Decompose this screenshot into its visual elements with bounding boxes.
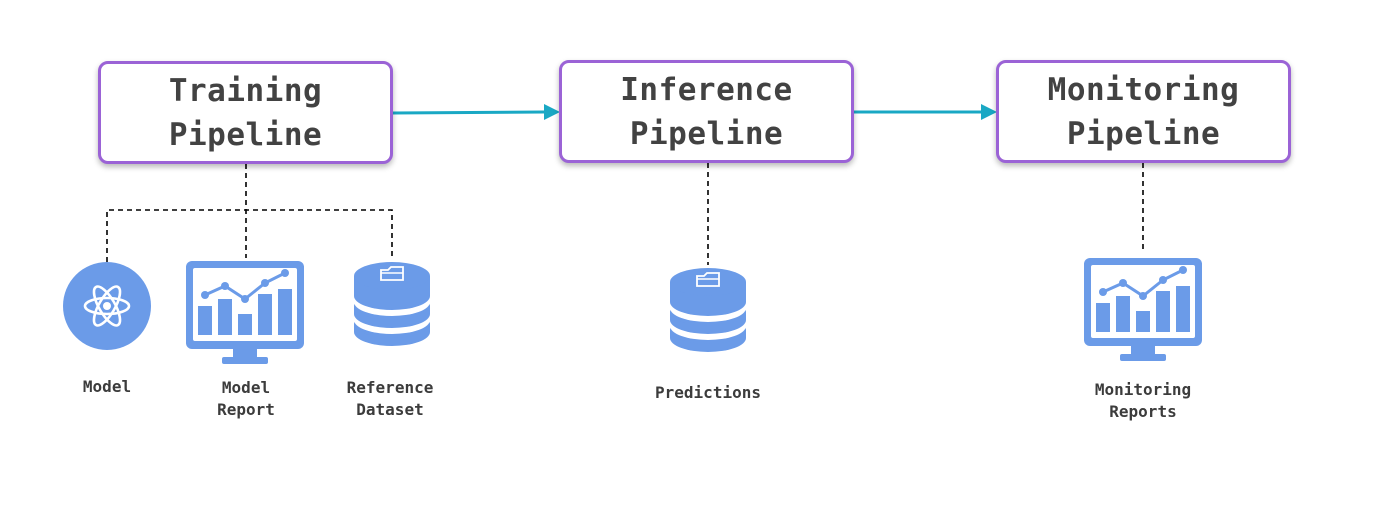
reference-dataset-label: Reference Dataset <box>347 377 434 421</box>
stage-title-line2: Pipeline <box>168 116 323 153</box>
database-icon <box>669 267 747 353</box>
predictions-label-text: Predictions <box>655 383 761 402</box>
monitoring-reports-label-line1: Monitoring <box>1094 380 1192 399</box>
arrowhead-monitoring <box>981 104 997 120</box>
model-report-label: Model Report <box>217 377 275 421</box>
stage-title-line2: Pipeline <box>629 115 784 152</box>
database-icon <box>353 261 431 347</box>
model-label: Model <box>83 376 131 398</box>
stage-title-line2: Pipeline <box>1066 115 1221 152</box>
training-connectors <box>106 164 393 262</box>
monitoring-pipeline-box: Monitoring Pipeline <box>996 60 1291 163</box>
monitoring-reports-label-line2: Reports <box>1109 402 1177 421</box>
chart-monitor-icon <box>184 259 306 366</box>
reference-dataset-label-line2: Dataset <box>356 400 424 419</box>
training-pipeline-box: Training Pipeline <box>98 61 393 164</box>
stage-title-line1: Monitoring <box>1047 71 1240 108</box>
arrow-training-to-inference <box>392 110 545 115</box>
monitoring-reports-label: Monitoring Reports <box>1095 379 1191 423</box>
reference-dataset-label-line1: Reference <box>346 378 434 397</box>
model-label-text: Model <box>82 377 132 396</box>
stage-title-line1: Training <box>168 72 323 109</box>
chart-monitor-icon <box>1082 256 1204 363</box>
model-report-label-line1: Model <box>221 378 271 397</box>
predictions-label: Predictions <box>655 382 761 404</box>
inference-pipeline-box: Inference Pipeline <box>559 60 854 163</box>
model-report-label-line2: Report <box>217 400 275 419</box>
atom-icon <box>63 262 151 350</box>
stage-title-line1: Inference <box>620 71 793 108</box>
arrowhead-inference <box>544 104 560 120</box>
